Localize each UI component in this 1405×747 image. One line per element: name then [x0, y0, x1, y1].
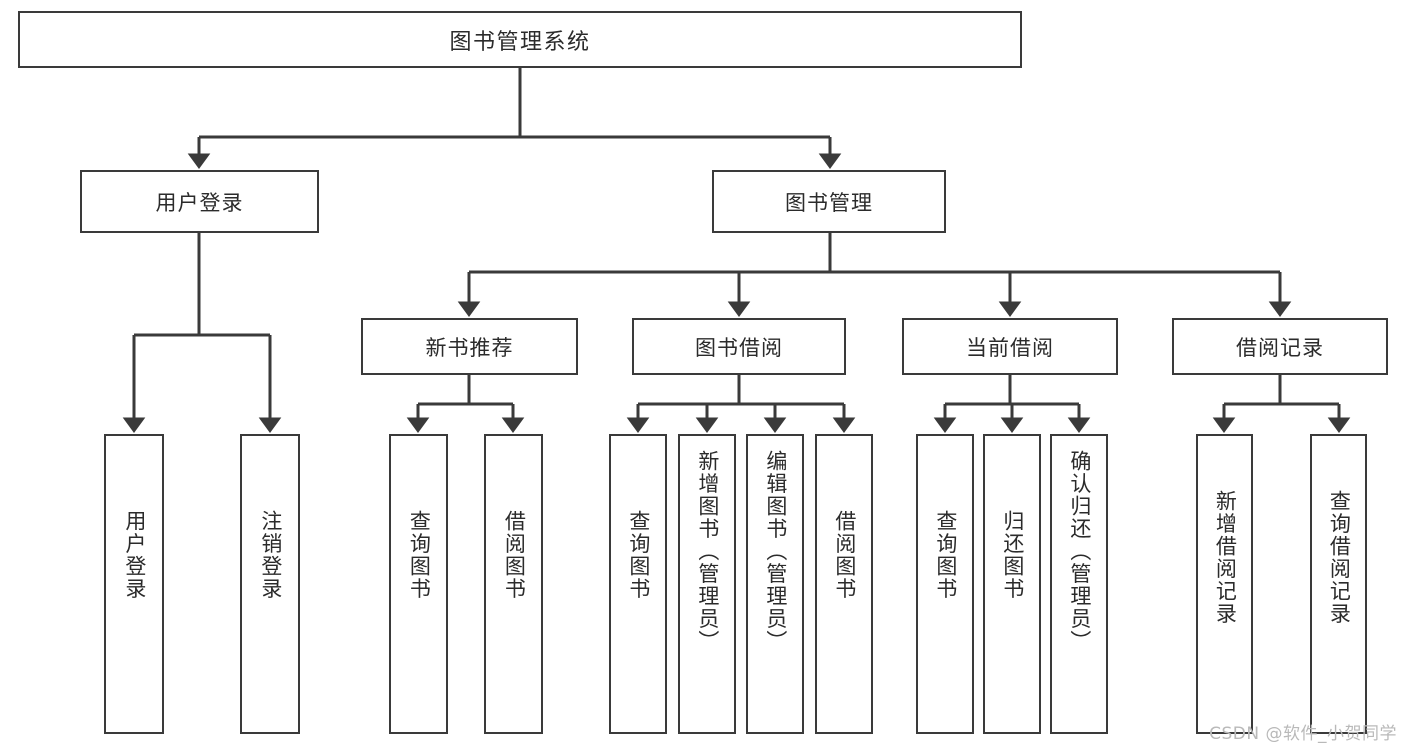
node-label: 用户登录: [155, 190, 244, 215]
leaf-borrow-record-add-record[interactable]: 新增借阅记录: [1196, 434, 1253, 734]
node-label: 图书借阅: [695, 335, 783, 360]
node-label: 新书推荐: [425, 335, 514, 360]
leaf-label: 查询借阅记录: [1327, 490, 1352, 625]
leaf-label: 查询图书: [407, 510, 432, 600]
node-borrow-record[interactable]: 借阅记录: [1172, 318, 1388, 375]
leaf-label: 归还图书: [1000, 510, 1025, 600]
node-book-borrow[interactable]: 图书借阅: [632, 318, 846, 375]
leaf-current-borrow-query-book[interactable]: 查询图书: [916, 434, 974, 734]
leaf-label: 确认归还（管理员）: [1067, 450, 1092, 653]
leaf-label: 新增借阅记录: [1213, 490, 1238, 625]
node-user-login[interactable]: 用户登录: [80, 170, 319, 233]
leaf-new-book-borrow-book[interactable]: 借阅图书: [484, 434, 543, 734]
leaf-book-borrow-borrow-book[interactable]: 借阅图书: [815, 434, 873, 734]
leaf-label: 新增图书（管理员）: [695, 450, 720, 653]
leaf-current-borrow-return-book[interactable]: 归还图书: [983, 434, 1041, 734]
node-label: 借阅记录: [1236, 335, 1324, 360]
leaf-label: 用户登录: [122, 510, 147, 600]
leaf-label: 查询图书: [933, 510, 958, 600]
csdn-watermark: CSDN @软件_小贺同学: [1209, 724, 1397, 744]
leaf-user-login-login[interactable]: 用户登录: [104, 434, 164, 734]
leaf-label: 查询图书: [626, 510, 651, 600]
node-root-system[interactable]: 图书管理系统: [18, 11, 1022, 68]
leaf-label: 注销登录: [258, 510, 283, 600]
leaf-new-book-query-book[interactable]: 查询图书: [389, 434, 448, 734]
node-new-book-recommend[interactable]: 新书推荐: [361, 318, 578, 375]
node-label: 当前借阅: [966, 335, 1054, 360]
leaf-current-borrow-confirm-return[interactable]: 确认归还（管理员）: [1050, 434, 1108, 734]
leaf-label: 编辑图书（管理员）: [763, 450, 788, 653]
node-current-borrow[interactable]: 当前借阅: [902, 318, 1118, 375]
leaf-book-borrow-add-book[interactable]: 新增图书（管理员）: [678, 434, 736, 734]
leaf-book-borrow-query-book[interactable]: 查询图书: [609, 434, 667, 734]
leaf-label: 借阅图书: [832, 510, 857, 600]
node-label: 图书管理: [785, 190, 873, 215]
leaf-borrow-record-query-record[interactable]: 查询借阅记录: [1310, 434, 1367, 734]
leaf-label: 借阅图书: [502, 510, 527, 600]
node-book-management[interactable]: 图书管理: [712, 170, 946, 233]
leaf-book-borrow-edit-book[interactable]: 编辑图书（管理员）: [746, 434, 804, 734]
leaf-user-login-logout[interactable]: 注销登录: [240, 434, 300, 734]
node-label: 图书管理系统: [449, 29, 591, 55]
